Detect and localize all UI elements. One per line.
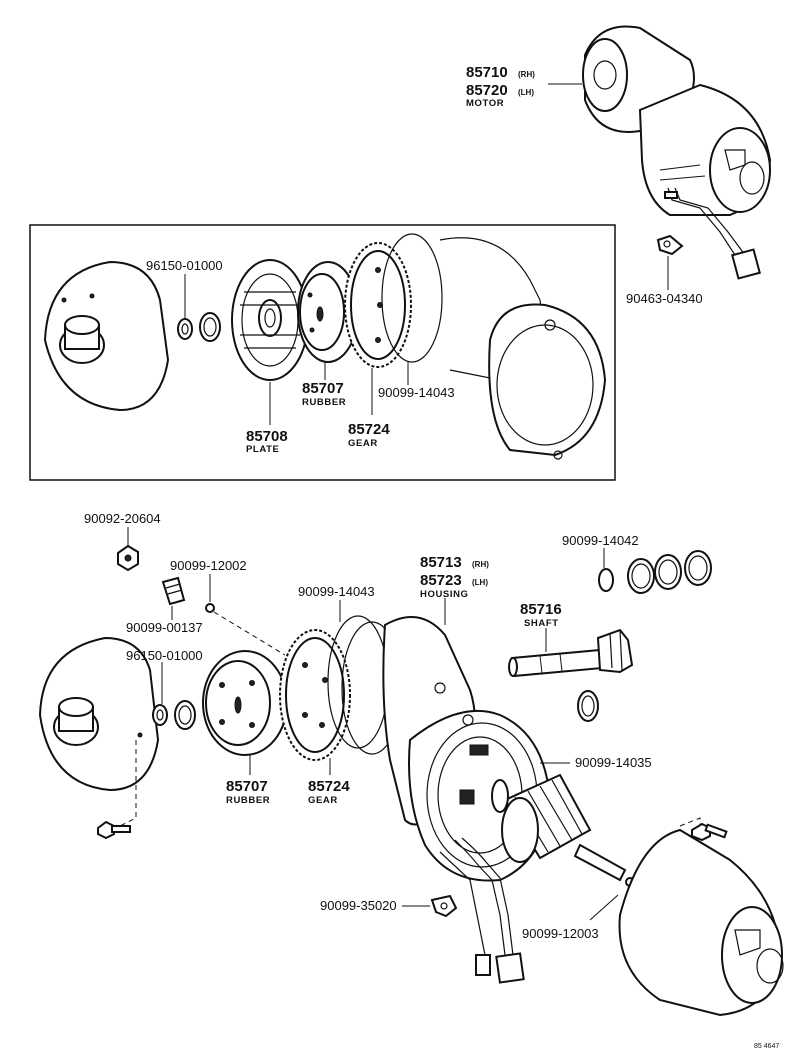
ball-upper-part-no: 90099-12002 xyxy=(170,558,247,573)
shaft-washer-drawing xyxy=(577,690,599,722)
armature-drawing xyxy=(491,773,635,887)
housing-suffix-lh: (LH) xyxy=(472,578,488,587)
inset-plate-drawing xyxy=(231,259,309,381)
ring-large-part-no: 90099-14035 xyxy=(575,755,652,770)
shaft-washer-inner xyxy=(581,695,595,717)
motor-suffix-rh: (RH) xyxy=(518,70,535,79)
inset-rubber-drawing xyxy=(297,261,359,363)
motor-part-no-lh: 85720 xyxy=(466,82,508,99)
inset-ring-part-no: 90099-14043 xyxy=(378,385,455,400)
washer-set-drawing xyxy=(598,550,712,594)
washer-set-part-no: 90099-14042 xyxy=(562,533,639,548)
motor-part-no-rh: 85710 xyxy=(466,64,508,81)
inset-rubber-name: RUBBER xyxy=(302,397,346,408)
inset-gear-name: GEAR xyxy=(348,438,378,449)
lower-clip-drawing xyxy=(430,894,458,918)
lower-gear-name: GEAR xyxy=(308,795,338,806)
inset-frame xyxy=(29,224,616,481)
motor-suffix-lh: (LH) xyxy=(518,88,534,97)
inset-washer-drawing xyxy=(177,312,221,342)
housing-part-no-rh: 85713 xyxy=(420,554,462,571)
shaft-part-no: 85716 xyxy=(520,601,562,618)
dash-rear-bolt xyxy=(679,817,701,834)
leader-ball-lower xyxy=(589,894,619,921)
footer-code: 85 4647 xyxy=(754,1043,779,1050)
lower-washer-part-no: 96150-01000 xyxy=(126,648,203,663)
lower-rubber-drawing xyxy=(202,650,288,756)
nut-part-no: 90092-20604 xyxy=(84,511,161,526)
inset-gear-drawing xyxy=(344,242,412,368)
lower-rubber-name: RUBBER xyxy=(226,795,270,806)
motor-name: MOTOR xyxy=(466,98,504,109)
lower-gear-part-no: 85724 xyxy=(308,778,350,795)
ball-upper-drawing xyxy=(205,603,215,613)
nut-drawing xyxy=(117,544,139,572)
dash-ball-upper xyxy=(213,611,286,656)
housing-suffix-rh: (RH) xyxy=(472,560,489,569)
ball-lower-part-no: 90099-12003 xyxy=(522,926,599,941)
set-screw-drawing xyxy=(161,576,186,606)
plate-name: PLATE xyxy=(246,444,279,455)
shaft-name: SHAFT xyxy=(524,618,559,629)
lower-clip-part-no: 90099-35020 xyxy=(320,898,397,913)
inset-ring-drawing xyxy=(381,233,443,363)
housing-name: HOUSING xyxy=(420,589,469,600)
set-screw-part-no: 90099-00137 xyxy=(126,620,203,635)
inset-cover-drawing xyxy=(43,260,170,412)
lower-ring-part-no: 90099-14043 xyxy=(298,584,375,599)
shaft-drawing xyxy=(508,628,634,678)
plate-part-no: 85708 xyxy=(246,428,288,445)
rear-bolt-drawing xyxy=(691,822,728,842)
lower-washer-drawing xyxy=(152,700,196,730)
lower-cover-drawing xyxy=(38,636,160,792)
clip-upper-drawing xyxy=(656,234,684,256)
inset-gear-part-no: 85724 xyxy=(348,421,390,438)
inset-housing-drawing xyxy=(439,237,607,460)
lower-gear-drawing xyxy=(279,629,351,761)
lower-cover-bolt-drawing xyxy=(97,820,131,840)
inset-washer-part-no: 96150-01000 xyxy=(146,258,223,273)
upper-motor-drawing xyxy=(582,25,772,280)
rear-motor-drawing xyxy=(618,828,784,1017)
wire-harness-drawing xyxy=(439,837,525,984)
inset-rubber-part-no: 85707 xyxy=(302,380,344,397)
clip-upper-part-no: 90463-04340 xyxy=(626,291,703,306)
lower-rubber-part-no: 85707 xyxy=(226,778,268,795)
housing-part-no-lh: 85723 xyxy=(420,572,462,589)
